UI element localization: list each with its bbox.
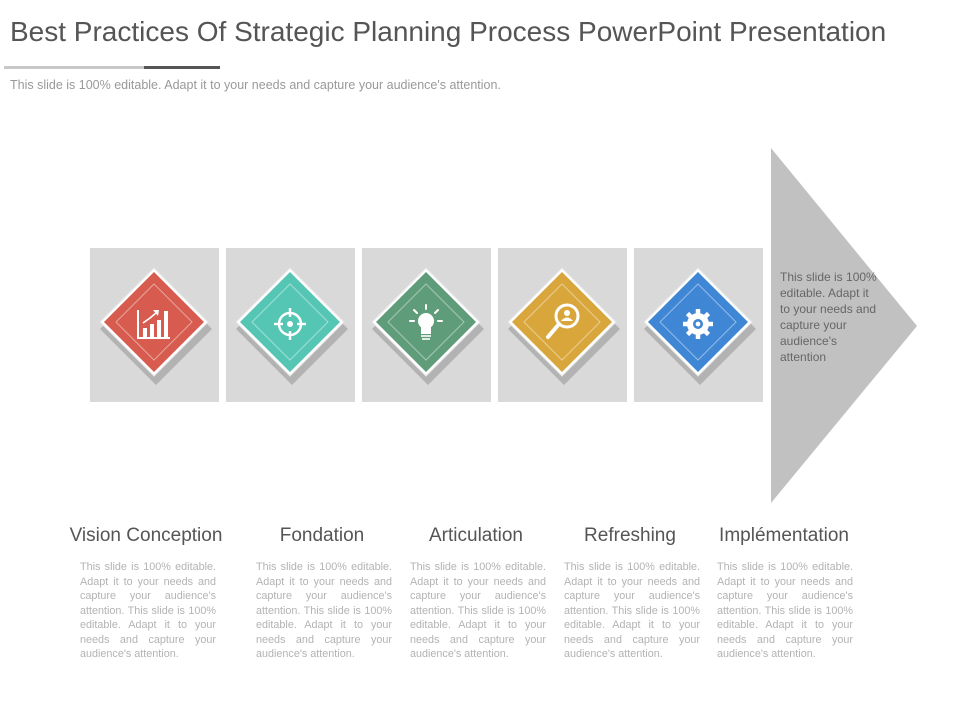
gear-icon — [683, 309, 713, 339]
step-desc-implementation: This slide is 100% editable. Adapt it to… — [717, 561, 853, 660]
step-box-implementation — [634, 248, 763, 402]
title-rule-dark — [144, 66, 220, 69]
title-rule-light — [4, 66, 144, 69]
step-label-implementation: Implémentation — [719, 525, 849, 546]
bar-chart-growth-icon — [137, 310, 170, 339]
step-label-fondation: Fondation — [279, 525, 365, 546]
lightbulb-icon — [409, 304, 443, 340]
diamond-refreshing — [512, 272, 612, 372]
process-arrow — [771, 148, 917, 503]
step-desc-vision-conception: This slide is 100% editable. Adapt it to… — [80, 561, 216, 660]
step-box-vision-conception — [90, 248, 219, 402]
step-desc-fondation: This slide is 100% editable. Adapt it to… — [256, 561, 392, 660]
step-label-articulation: Articulation — [429, 525, 523, 546]
step-box-articulation — [362, 248, 491, 402]
step-box-fondation — [226, 248, 355, 402]
slide-subtitle: This slide is 100% editable. Adapt it to… — [10, 78, 501, 92]
step-box-refreshing — [498, 248, 627, 402]
diamond-vision — [104, 272, 204, 372]
target-crosshair-icon — [274, 308, 306, 340]
arrow-text: This slide is 100% editable. Adapt it to… — [780, 270, 877, 364]
magnifier-person-icon — [546, 303, 580, 339]
slide-title: Best Practices Of Strategic Planning Pro… — [10, 16, 887, 47]
step-label-vision-conception: Vision Conception — [69, 525, 223, 546]
step-desc-refreshing: This slide is 100% editable. Adapt it to… — [564, 561, 700, 660]
step-desc-articulation: This slide is 100% editable. Adapt it to… — [410, 561, 546, 660]
step-label-refreshing: Refreshing — [584, 525, 676, 546]
